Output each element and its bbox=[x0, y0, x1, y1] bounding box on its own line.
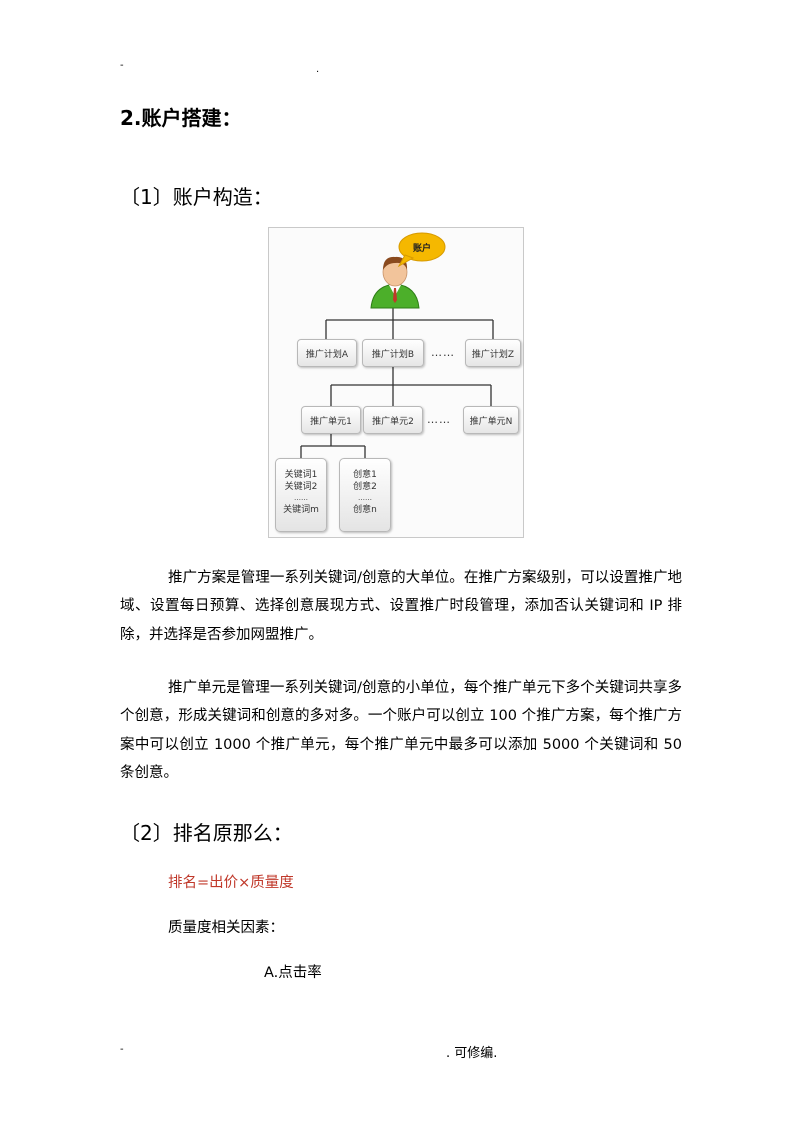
header-right-mark: . bbox=[316, 64, 320, 75]
keywords-card: 关键词1 关键词2 …… 关键词m bbox=[275, 458, 327, 532]
section-title: 2.账户搭建： bbox=[120, 106, 242, 130]
subsection-title-structure: 〔1〕账户构造： bbox=[120, 185, 273, 209]
footer-left-mark: - bbox=[120, 1044, 124, 1055]
plan-node-a: 推广计划A bbox=[297, 339, 357, 367]
diagram-connectors bbox=[300, 308, 494, 458]
keyword-item: 关键词m bbox=[283, 505, 319, 515]
unit-description-paragraph: 推广单元是管理一系列关键词/创意的小单位，每个推广单元下多个关键词共享多个创意，… bbox=[120, 680, 682, 781]
creative-item: 创意1 bbox=[353, 470, 377, 480]
account-speech-bubble-icon bbox=[397, 232, 446, 268]
unit-node-2: 推广单元2 bbox=[363, 406, 423, 434]
creatives-card: 创意1 创意2 …… 创意n bbox=[339, 458, 391, 532]
plan-description-paragraph: 推广方案是管理一系列关键词/创意的大单位。在推广方案级别，可以设置推广地域、设置… bbox=[120, 570, 682, 643]
ranking-formula: 排名=出价×质量度 bbox=[168, 875, 294, 891]
creative-item: 创意n bbox=[353, 505, 377, 515]
unit-node-n: 推广单元N bbox=[463, 406, 519, 434]
keyword-ellipsis: …… bbox=[294, 494, 308, 502]
account-structure-diagram: 账户 推广计划A 推广计划B …… 推广计划Z 推广单元1 推广单元2 …… 推… bbox=[268, 227, 524, 538]
unit-ellipsis: …… bbox=[427, 413, 451, 426]
quality-factors-label: 质量度相关因素： bbox=[168, 920, 284, 936]
keyword-item: 关键词2 bbox=[284, 482, 318, 492]
header-left-mark: - bbox=[120, 60, 124, 71]
creative-item: 创意2 bbox=[353, 482, 377, 492]
creative-ellipsis: …… bbox=[358, 494, 372, 502]
keyword-item: 关键词1 bbox=[284, 470, 318, 480]
footer-editable-note: . 可修编. bbox=[446, 1046, 498, 1061]
plan-ellipsis: …… bbox=[431, 346, 455, 359]
plan-node-b: 推广计划B bbox=[362, 339, 424, 367]
plan-node-z: 推广计划Z bbox=[465, 339, 521, 367]
unit-node-1: 推广单元1 bbox=[301, 406, 361, 434]
subsection-title-ranking: 〔2〕排名原那么： bbox=[120, 821, 293, 845]
account-label: 账户 bbox=[412, 244, 431, 254]
quality-factor-a: A.点击率 bbox=[264, 965, 322, 981]
